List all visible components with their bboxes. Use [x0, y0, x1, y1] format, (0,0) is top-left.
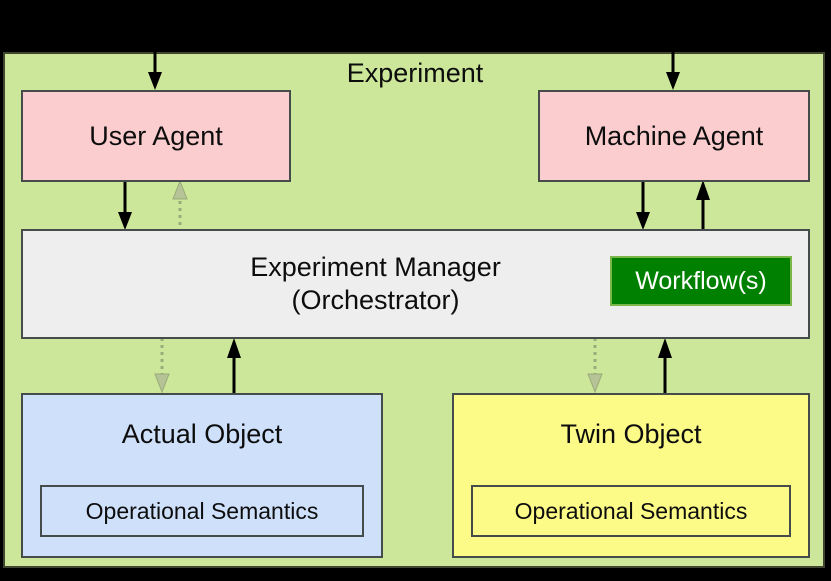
edge-manager-to-actual-object: [152, 338, 172, 394]
workflows-label: Workflow(s): [635, 266, 767, 295]
node-actual-object[interactable]: Actual Object Operational Semantics: [21, 393, 383, 558]
twin-object-label: Twin Object: [560, 419, 702, 449]
edge-twin-object-to-manager: [655, 336, 675, 394]
edge-user-agent-to-manager: [115, 180, 135, 232]
machine-agent-label: Machine Agent: [584, 120, 764, 151]
twin-object-semantics-label: Operational Semantics: [514, 497, 748, 524]
node-twin-object[interactable]: Twin Object Operational Semantics: [452, 393, 810, 558]
actual-object-semantics-label: Operational Semantics: [85, 497, 319, 524]
actual-object-operational-semantics[interactable]: Operational Semantics: [40, 485, 364, 537]
edge-manager-to-twin-object: [585, 338, 605, 394]
edge-machine-agent-to-manager: [633, 180, 653, 232]
twin-object-operational-semantics[interactable]: Operational Semantics: [471, 485, 791, 537]
actual-object-label: Actual Object: [121, 419, 283, 449]
edge-external-to-user-agent: [145, 38, 165, 92]
node-experiment-manager[interactable]: Experiment Manager (Orchestrator): [21, 229, 810, 339]
experiment-manager-label: Experiment Manager (Orchestrator): [250, 252, 501, 315]
edge-manager-to-user-agent: [170, 178, 190, 232]
edge-external-to-machine-agent: [663, 38, 683, 92]
node-user-agent[interactable]: User Agent: [21, 90, 291, 182]
edge-manager-to-machine-agent: [693, 178, 713, 232]
workflows-badge[interactable]: Workflow(s): [610, 256, 792, 306]
user-agent-label: User Agent: [89, 120, 223, 151]
experiment-title: Experiment: [346, 58, 484, 88]
edge-actual-object-to-manager: [224, 336, 244, 394]
node-machine-agent[interactable]: Machine Agent: [538, 90, 810, 182]
